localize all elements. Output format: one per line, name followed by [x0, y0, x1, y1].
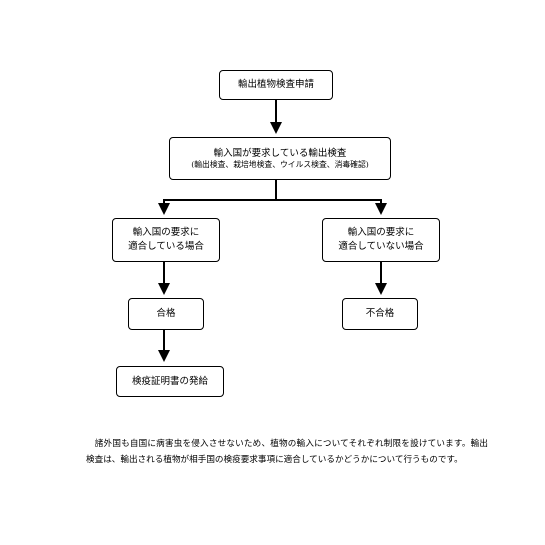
certificate-label: 検疫証明書の発給	[131, 375, 208, 387]
pass-label: 合格	[156, 308, 176, 320]
certificate-box: 検疫証明書の発給	[116, 366, 224, 397]
start-label: 輸出植物検査申請	[237, 79, 314, 91]
requirement-title: 輸入国が要求している輸出検査	[213, 147, 347, 159]
branch-yes-box: 輸入国の要求に 適合している場合	[112, 218, 220, 262]
explanatory-note: 諸外国も自国に病害虫を侵入させないため、植物の輸入についてそれぞれ制限を設けてい…	[86, 439, 488, 465]
requirement-detail: (輸出検査、栽培地検査、ウイルス検査、消毒確認)	[191, 160, 369, 170]
branch-no-line2: 適合していない場合	[338, 241, 424, 252]
requirement-box: 輸入国が要求している輸出検査 (輸出検査、栽培地検査、ウイルス検査、消毒確認)	[169, 137, 391, 180]
branch-yes-line2: 適合している場合	[128, 241, 204, 252]
branch-no-box: 輸入国の要求に 適合していない場合	[322, 218, 440, 262]
start-box: 輸出植物検査申請	[219, 70, 333, 100]
branch-no-line1: 輸入国の要求に	[347, 227, 415, 239]
pass-box: 合格	[128, 298, 204, 330]
fail-label: 不合格	[365, 308, 395, 320]
fail-box: 不合格	[342, 298, 418, 330]
branch-yes-line1: 輸入国の要求に	[132, 227, 200, 239]
